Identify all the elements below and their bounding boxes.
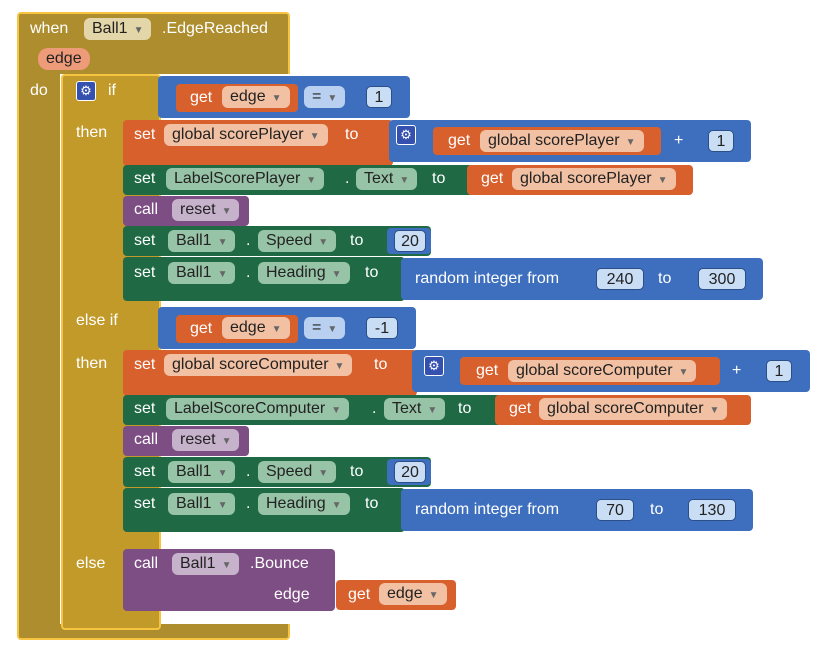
heading-component-dropdown-1[interactable]: Ball1▼	[168, 262, 236, 284]
edge-var-dropdown-3[interactable]: edge▼	[379, 583, 447, 605]
plus-label: +	[732, 362, 742, 379]
to-label: to	[345, 126, 359, 143]
plus-label: +	[674, 132, 684, 149]
speed-number-2[interactable]: 20	[394, 461, 426, 483]
to-label: to	[374, 356, 388, 373]
label-score-player-dropdown[interactable]: LabelScorePlayer▼	[166, 168, 325, 190]
bounce-edge-arg-label: edge	[274, 586, 310, 603]
if-label: if	[108, 82, 116, 99]
dot-label: .	[246, 463, 251, 480]
heading-property-dropdown-1[interactable]: Heading▼	[258, 262, 350, 284]
random-from-number-1[interactable]: 240	[596, 268, 644, 290]
call-label: call	[134, 201, 159, 218]
set-label: set	[134, 356, 156, 373]
dot-label: .	[246, 495, 251, 512]
speed-property-dropdown-1[interactable]: Speed▼	[258, 230, 337, 252]
set-label: set	[134, 495, 156, 512]
reset-procedure-dropdown-1[interactable]: reset▼	[172, 199, 240, 221]
reset-procedure-dropdown-2[interactable]: reset▼	[172, 429, 240, 451]
heading-component-dropdown-2[interactable]: Ball1▼	[168, 493, 236, 515]
bounce-method-name: .Bounce	[250, 555, 309, 572]
when-label: when	[30, 20, 69, 37]
score-player-var-dropdown[interactable]: global scorePlayer▼	[164, 124, 328, 146]
edge-var-dropdown-2[interactable]: edge▼	[222, 317, 290, 339]
random-to-number-2[interactable]: 130	[688, 499, 736, 521]
then-label-1: then	[76, 124, 108, 141]
get-label: get	[481, 170, 504, 187]
add-mutator-gear-icon-1[interactable]: ⚙	[396, 125, 416, 145]
dot-label: .	[246, 232, 251, 249]
number-neg1[interactable]: -1	[366, 317, 398, 339]
score-computer-get-dropdown-2[interactable]: global scoreComputer▼	[539, 398, 728, 420]
bounce-component-dropdown[interactable]: Ball1▼	[172, 553, 240, 575]
equals-operator-dropdown-2[interactable]: =▼	[304, 317, 346, 339]
set-label: set	[134, 126, 156, 143]
to-label: to	[365, 495, 379, 512]
to-label: to	[658, 270, 672, 287]
score-computer-get-dropdown[interactable]: global scoreComputer▼	[508, 360, 697, 382]
set-label: set	[134, 400, 156, 417]
label-score-computer-dropdown[interactable]: LabelScoreComputer▼	[166, 398, 350, 420]
else-if-label: else if	[76, 312, 118, 329]
text-property-dropdown-2[interactable]: Text▼	[384, 398, 446, 420]
set-label: set	[134, 463, 156, 480]
to-label: to	[365, 264, 379, 281]
add-number-1[interactable]: 1	[708, 130, 734, 152]
get-label: get	[476, 362, 499, 379]
set-label: set	[134, 170, 156, 187]
speed-number-1[interactable]: 20	[394, 230, 426, 252]
score-player-get-dropdown-2[interactable]: global scorePlayer▼	[512, 168, 676, 190]
random-integer-label: random integer from	[415, 501, 560, 518]
to-label: to	[350, 232, 364, 249]
get-label: get	[448, 132, 471, 149]
heading-property-dropdown-2[interactable]: Heading▼	[258, 493, 350, 515]
equals-operator-dropdown-1[interactable]: =▼	[304, 86, 346, 108]
else-label: else	[76, 555, 106, 572]
set-label: set	[134, 232, 156, 249]
speed-component-dropdown-1[interactable]: Ball1▼	[168, 230, 236, 252]
add-mutator-gear-icon-2[interactable]: ⚙	[424, 356, 444, 376]
get-label: get	[190, 320, 213, 337]
edge-var-dropdown-1[interactable]: edge▼	[222, 86, 290, 108]
get-label: get	[190, 89, 213, 106]
call-label: call	[134, 431, 159, 448]
get-label: get	[348, 586, 371, 603]
event-component-dropdown[interactable]: Ball1▼	[84, 18, 152, 40]
text-property-dropdown-1[interactable]: Text▼	[356, 168, 418, 190]
if-mutator-gear-icon[interactable]: ⚙	[76, 81, 96, 101]
random-to-number-1[interactable]: 300	[698, 268, 746, 290]
to-label: to	[458, 400, 472, 417]
speed-property-dropdown-2[interactable]: Speed▼	[258, 461, 337, 483]
random-from-number-2[interactable]: 70	[596, 499, 634, 521]
event-name: .EdgeReached	[162, 20, 268, 37]
to-label: to	[432, 170, 446, 187]
number-1[interactable]: 1	[366, 86, 392, 108]
dot-label: .	[345, 170, 350, 187]
edge-parameter[interactable]: edge	[38, 48, 90, 70]
do-label: do	[30, 82, 48, 99]
to-label: to	[650, 501, 664, 518]
score-computer-var-dropdown[interactable]: global scoreComputer▼	[164, 354, 353, 376]
score-player-get-dropdown[interactable]: global scorePlayer▼	[480, 130, 644, 152]
to-label: to	[350, 463, 364, 480]
call-label: call	[134, 555, 159, 572]
random-integer-label: random integer from	[415, 270, 560, 287]
dot-label: .	[372, 400, 377, 417]
add-number-2[interactable]: 1	[766, 360, 792, 382]
speed-component-dropdown-2[interactable]: Ball1▼	[168, 461, 236, 483]
dot-label: .	[246, 264, 251, 281]
get-label: get	[509, 400, 532, 417]
set-label: set	[134, 264, 156, 281]
then-label-2: then	[76, 355, 108, 372]
